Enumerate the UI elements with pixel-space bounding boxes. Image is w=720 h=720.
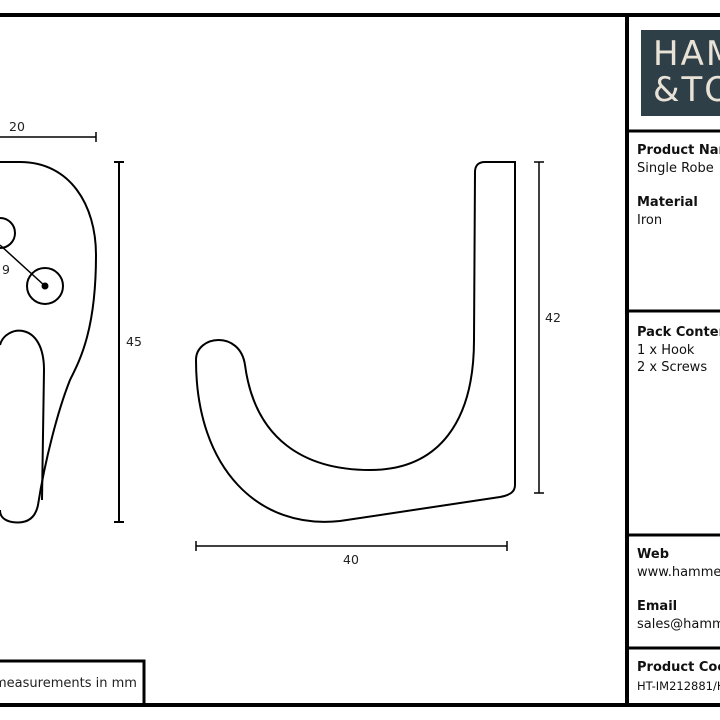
dim-height-side: 42 xyxy=(545,310,561,325)
email-link[interactable]: sales@hamm xyxy=(637,617,720,632)
email-label: Email xyxy=(637,599,678,614)
web-link[interactable]: www.hamme xyxy=(637,565,720,580)
product-name-value: Single Robe xyxy=(637,161,714,176)
product-code-label: Product Coc xyxy=(637,660,720,675)
logo-line2: &TO xyxy=(653,70,720,110)
web-label: Web xyxy=(637,547,669,562)
measurement-note: measurements in mm xyxy=(0,676,137,691)
hook-front-slot xyxy=(0,329,46,501)
product-code-value: HT-IM212881/HT- xyxy=(637,679,720,693)
dim-depth: 40 xyxy=(343,552,359,567)
dim-hole-spacing: 9 xyxy=(2,262,10,277)
pack-item: 1 x Hook xyxy=(637,343,695,358)
hook-side-outline xyxy=(194,161,516,523)
hook-front-outline xyxy=(0,161,98,524)
page-border xyxy=(0,13,720,707)
dim-height-front: 45 xyxy=(126,334,142,349)
screw-hole xyxy=(26,267,64,305)
brand-logo: HAM &TO xyxy=(641,30,720,116)
pack-contents-label: Pack Conter xyxy=(637,325,720,340)
pack-item: 2 x Screws xyxy=(637,360,708,375)
note-box xyxy=(0,659,146,707)
material-value: Iron xyxy=(637,213,663,228)
logo-line1: HAM xyxy=(653,34,720,74)
product-name-label: Product Nar xyxy=(637,143,720,158)
material-label: Material xyxy=(637,195,698,210)
dim-width: 20 xyxy=(9,119,25,134)
